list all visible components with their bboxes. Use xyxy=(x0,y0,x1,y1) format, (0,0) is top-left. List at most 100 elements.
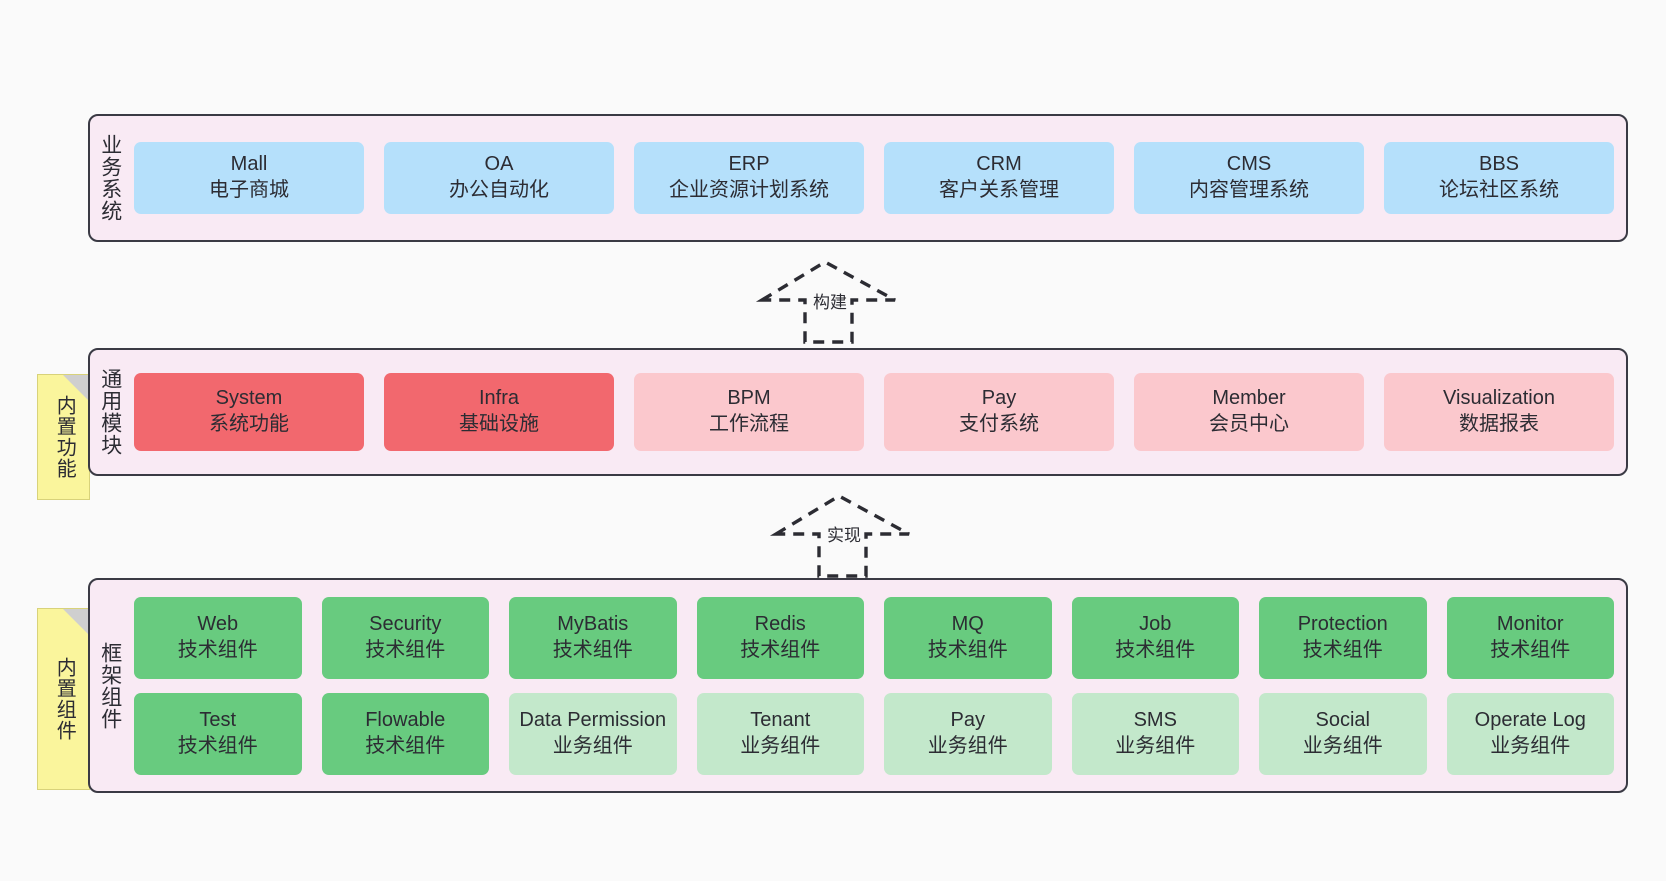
card-title: Tenant xyxy=(750,708,811,731)
framework-card-job[interactable]: Job 技术组件 xyxy=(1071,596,1239,679)
card-subtitle: 技术组件 xyxy=(1490,638,1571,661)
business-card-row: Mall 电子商城 OA 办公自动化 ERP 企业资源计划系统 CRM 客户关系… xyxy=(134,142,1614,214)
framework-card-tenant[interactable]: Tenant 业务组件 xyxy=(696,692,864,775)
card-title: Member xyxy=(1212,387,1286,410)
module-card-row: System 系统功能 Infra 基础设施 BPM 工作流程 Pay 支付系统… xyxy=(134,373,1614,451)
framework-card-redis[interactable]: Redis 技术组件 xyxy=(696,596,864,679)
card-title: Protection xyxy=(1297,612,1388,635)
framework-card-row-1: Web 技术组件 Security 技术组件 MyBatis 技术组件 Redi… xyxy=(134,596,1614,679)
framework-card-operate-log[interactable]: Operate Log 业务组件 xyxy=(1446,692,1614,775)
note-fold-icon xyxy=(63,609,89,635)
note-builtin-component-label: 内置组件 xyxy=(53,657,76,741)
layer-common-modules-body: System 系统功能 Infra 基础设施 BPM 工作流程 Pay 支付系统… xyxy=(130,350,1626,474)
card-subtitle: 系统功能 xyxy=(209,413,289,435)
card-subtitle: 内容管理系统 xyxy=(1189,179,1309,201)
card-subtitle: 业务组件 xyxy=(740,734,821,757)
layer-common-modules[interactable]: 通用模块 System 系统功能 Infra 基础设施 BPM 工作流程 Pay… xyxy=(88,348,1628,476)
module-card-infra[interactable]: Infra 基础设施 xyxy=(384,373,614,451)
framework-card-sms[interactable]: SMS 业务组件 xyxy=(1071,692,1239,775)
layer-framework-components-label: 框架组件 xyxy=(98,641,122,730)
card-subtitle: 业务组件 xyxy=(1115,734,1196,757)
framework-card-row-2: Test 技术组件 Flowable 技术组件 Data Permission … xyxy=(134,692,1614,775)
card-title: Mall xyxy=(230,153,268,176)
card-title: MQ xyxy=(951,612,984,635)
card-title: Test xyxy=(199,708,237,731)
connector-build-label: 构建 xyxy=(813,293,847,312)
card-subtitle: 业务组件 xyxy=(1302,734,1383,757)
business-card-erp[interactable]: ERP 企业资源计划系统 xyxy=(634,142,864,214)
framework-card-test[interactable]: Test 技术组件 xyxy=(134,692,302,775)
module-card-member[interactable]: Member 会员中心 xyxy=(1134,373,1364,451)
card-title: Operate Log xyxy=(1474,708,1586,731)
card-subtitle: 基础设施 xyxy=(459,413,539,435)
framework-card-pay[interactable]: Pay 业务组件 xyxy=(884,692,1052,775)
card-subtitle: 客户关系管理 xyxy=(939,179,1059,201)
card-title: Monitor xyxy=(1496,612,1564,635)
card-subtitle: 企业资源计划系统 xyxy=(669,179,829,201)
card-subtitle: 会员中心 xyxy=(1209,413,1289,435)
card-title: System xyxy=(215,387,283,410)
note-fold-icon xyxy=(63,375,89,401)
business-card-crm[interactable]: CRM 客户关系管理 xyxy=(884,142,1114,214)
business-card-mall[interactable]: Mall 电子商城 xyxy=(134,142,364,214)
card-title: Web xyxy=(197,612,239,635)
card-subtitle: 技术组件 xyxy=(365,638,446,661)
business-card-cms[interactable]: CMS 内容管理系统 xyxy=(1134,142,1364,214)
business-card-oa[interactable]: OA 办公自动化 xyxy=(384,142,614,214)
framework-card-monitor[interactable]: Monitor 技术组件 xyxy=(1446,596,1614,679)
card-subtitle: 技术组件 xyxy=(177,734,258,757)
business-card-bbs[interactable]: BBS 论坛社区系统 xyxy=(1384,142,1614,214)
note-builtin-function-label: 内置功能 xyxy=(53,395,76,479)
module-card-pay[interactable]: Pay 支付系统 xyxy=(884,373,1114,451)
card-subtitle: 技术组件 xyxy=(740,638,821,661)
framework-card-web[interactable]: Web 技术组件 xyxy=(134,596,302,679)
card-title: Job xyxy=(1139,612,1172,635)
connector-implement-label: 实现 xyxy=(827,526,861,545)
card-title: CRM xyxy=(976,153,1022,176)
framework-card-flowable[interactable]: Flowable 技术组件 xyxy=(321,692,489,775)
card-subtitle: 技术组件 xyxy=(927,638,1008,661)
card-title: ERP xyxy=(728,153,770,176)
framework-card-mybatis[interactable]: MyBatis 技术组件 xyxy=(509,596,677,679)
framework-card-protection[interactable]: Protection 技术组件 xyxy=(1259,596,1427,679)
module-card-bpm[interactable]: BPM 工作流程 xyxy=(634,373,864,451)
card-title: Data Permission xyxy=(519,708,667,731)
connector-build-arrow-icon xyxy=(755,260,896,344)
layer-business-system[interactable]: 业务系统 Mall 电子商城 OA 办公自动化 ERP 企业资源计划系统 CRM… xyxy=(88,114,1628,242)
layer-business-system-label: 业务系统 xyxy=(98,134,122,222)
card-subtitle: 业务组件 xyxy=(552,734,633,757)
note-builtin-component[interactable]: 内置组件 xyxy=(37,608,90,790)
card-title: SMS xyxy=(1133,708,1177,731)
card-title: BBS xyxy=(1478,153,1520,176)
module-card-system[interactable]: System 系统功能 xyxy=(134,373,364,451)
layer-common-modules-label: 通用模块 xyxy=(98,368,122,456)
layer-framework-components[interactable]: 框架组件 Web 技术组件 Security 技术组件 MyBatis 技术组件… xyxy=(88,578,1628,793)
card-title: Social xyxy=(1315,708,1370,731)
framework-card-data-permission[interactable]: Data Permission 业务组件 xyxy=(509,692,677,775)
layer-framework-components-body: Web 技术组件 Security 技术组件 MyBatis 技术组件 Redi… xyxy=(130,580,1626,791)
framework-card-social[interactable]: Social 业务组件 xyxy=(1259,692,1427,775)
card-subtitle: 办公自动化 xyxy=(449,179,549,201)
card-subtitle: 技术组件 xyxy=(365,734,446,757)
card-subtitle: 论坛社区系统 xyxy=(1439,179,1559,201)
card-subtitle: 技术组件 xyxy=(1302,638,1383,661)
card-title: MyBatis xyxy=(557,612,629,635)
card-title: OA xyxy=(484,153,514,176)
card-subtitle: 技术组件 xyxy=(177,638,258,661)
card-subtitle: 支付系统 xyxy=(959,413,1039,435)
card-title: Pay xyxy=(981,387,1017,410)
card-title: Redis xyxy=(754,612,806,635)
card-subtitle: 电子商城 xyxy=(209,179,289,201)
note-builtin-function[interactable]: 内置功能 xyxy=(37,374,90,500)
card-subtitle: 工作流程 xyxy=(709,413,789,435)
card-title: Flowable xyxy=(365,708,446,731)
framework-card-mq[interactable]: MQ 技术组件 xyxy=(884,596,1052,679)
card-subtitle: 业务组件 xyxy=(927,734,1008,757)
card-subtitle: 技术组件 xyxy=(1115,638,1196,661)
framework-card-security[interactable]: Security 技术组件 xyxy=(321,596,489,679)
card-title: Infra xyxy=(478,387,520,410)
card-title: Pay xyxy=(950,708,985,731)
module-card-visualization[interactable]: Visualization 数据报表 xyxy=(1384,373,1614,451)
card-title: Visualization xyxy=(1443,387,1555,410)
